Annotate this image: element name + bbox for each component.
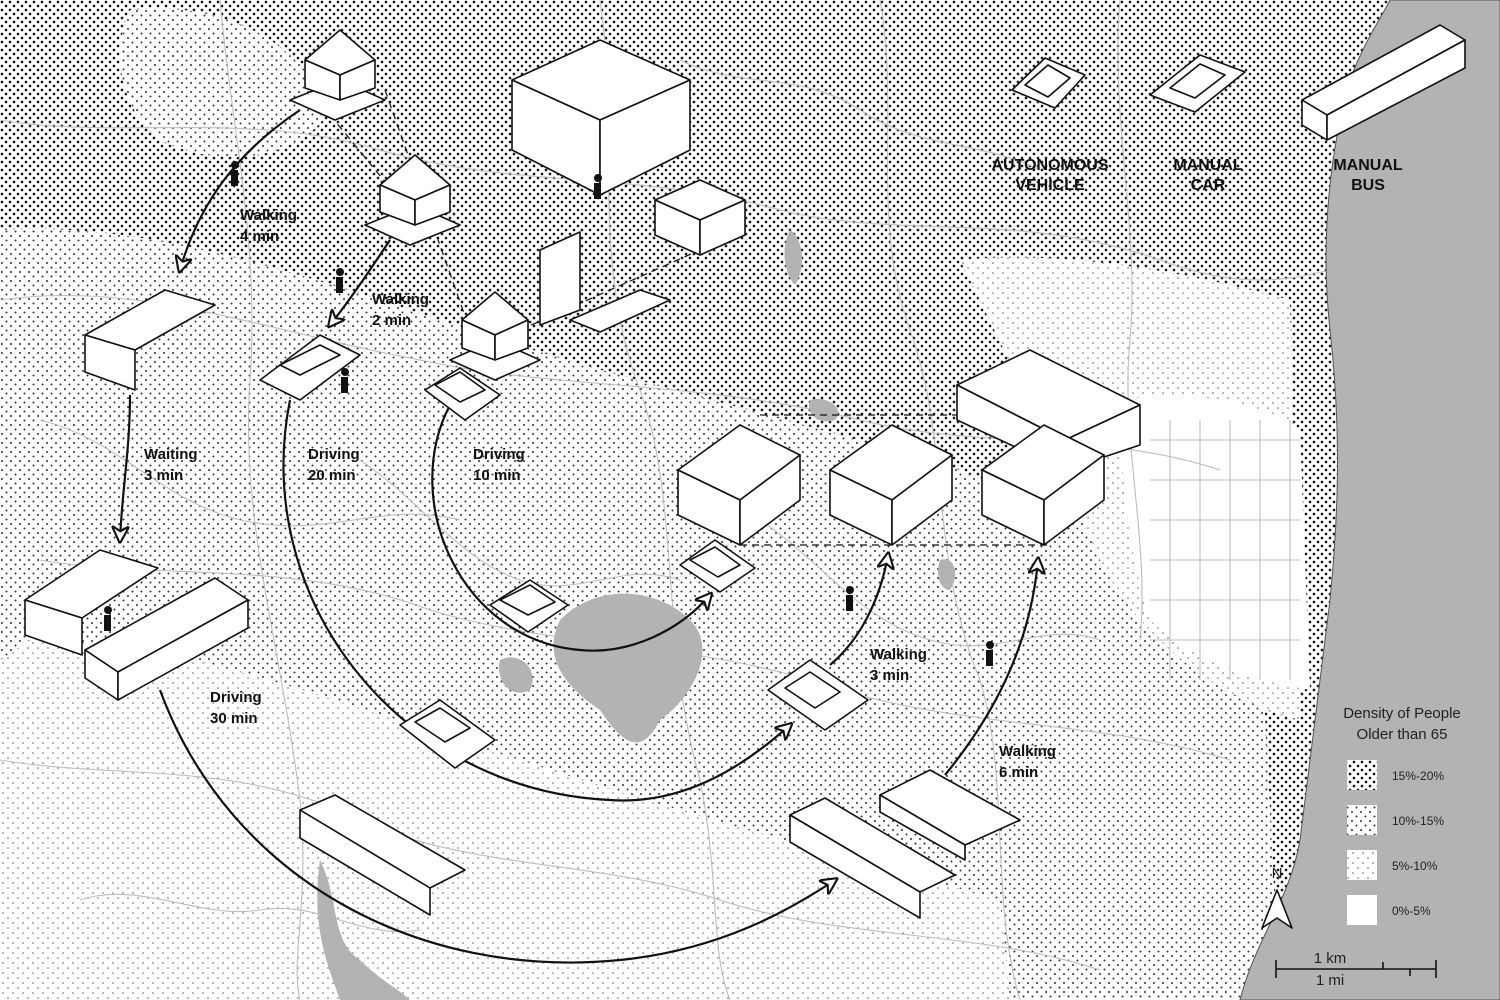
pedestrians [104,161,994,666]
trip-label-walk6-a: Walking [999,743,1056,760]
density-legend: Density of People Older than 65 15%-20% … [1343,705,1461,925]
car-icon [1149,54,1246,113]
bus-3 [789,797,956,919]
legend-swatch-2 [1347,805,1377,835]
vehicle-type-label-1b: VEHICLE [1015,177,1085,194]
trip-label-drive20-b: 20 min [308,467,356,484]
trip-label-wait3-b: 3 min [144,467,183,484]
scale-km-label: 1 km [1314,950,1347,967]
trip-label-drive20-a: Driving [308,446,360,463]
trip-label-walk3-a: Walking [870,646,927,663]
vehicle-type-label-3a: MANUAL [1333,157,1403,174]
trip-label-walk2-b: 2 min [372,312,411,329]
north-arrow-icon: N [1261,865,1293,929]
compass-label: N [1272,865,1283,882]
legend-title-line1: Density of People [1343,705,1461,722]
legend-label-4: 0%-5% [1392,904,1431,918]
av-3 [679,539,756,593]
bus-icon [1301,24,1466,141]
north-pond [784,230,802,285]
legend-label-1: 15%-20% [1392,769,1444,783]
legend-label-2: 10%-15% [1392,814,1444,828]
clinic-2 [829,424,953,546]
east-pond [938,559,956,590]
trip-label-walk6-b: 6 min [999,764,1038,781]
legend-label-3: 5%-10% [1392,859,1438,873]
map-vehicles [84,334,956,919]
trip-label-drive30-a: Driving [210,689,262,706]
trip-label-walk2-a: Walking [372,291,429,308]
trip-label-walk4-a: Walking [240,207,297,224]
trip-label-drive10-a: Driving [473,446,525,463]
bus-stops [24,289,1021,861]
trip-label-drive10-b: 10 min [473,467,521,484]
av-2 [489,579,569,633]
legend-swatch-3 [1347,850,1377,880]
vehicle-type-label-2a: MANUAL [1173,157,1243,174]
west-pond [499,657,533,693]
vehicle-type-label-1a: AUTONOMOUS [991,157,1108,174]
car-3 [767,659,869,731]
clinic-1 [677,424,801,546]
car-1 [259,334,361,401]
south-river [317,860,410,1000]
pickup-shelter-north [289,29,386,121]
trip-label-drive30-b: 30 min [210,710,258,727]
trip-label-walk3-b: 3 min [870,667,909,684]
pickup-shelter-south [449,291,541,381]
clinic-3 [981,424,1105,546]
travel-arrows [120,109,1038,964]
bus-2 [299,794,466,916]
autonomous-vehicle-icon [1011,57,1086,109]
trip-label-wait3-a: Waiting [144,446,198,463]
home-building [511,39,746,333]
legend-swatch-4 [1347,895,1377,925]
legend-swatch-1 [1347,760,1377,790]
scale-mi-label: 1 mi [1316,972,1344,989]
clinic-buildings [677,349,1141,546]
av-1 [424,367,501,421]
car-2 [399,699,496,769]
center-pond [809,399,839,422]
vehicle-type-label-2b: CAR [1191,177,1226,194]
trip-label-walk4-b: 4 min [240,228,279,245]
legend-title-line2: Older than 65 [1357,726,1448,743]
pickup-shelter-middle [364,154,461,246]
bus-1 [84,577,249,701]
scale-bar: 1 km 1 mi [1275,950,1437,989]
vehicle-type-label-3b: BUS [1351,177,1385,194]
